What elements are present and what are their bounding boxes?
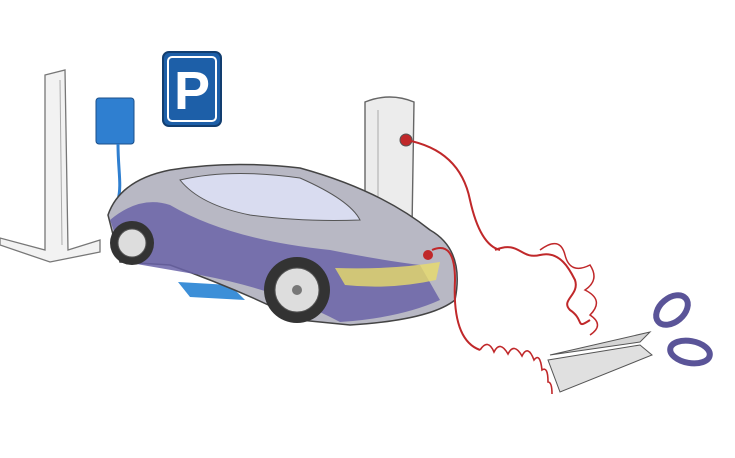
concrete-pillar bbox=[0, 69, 101, 263]
rear-wheel bbox=[110, 221, 154, 265]
electric-car bbox=[107, 163, 458, 326]
wall-charger-box bbox=[95, 97, 135, 201]
parking-sign-letter: P bbox=[174, 61, 210, 121]
parking-sign: P bbox=[162, 51, 222, 127]
front-wheel bbox=[264, 257, 330, 323]
scissors bbox=[547, 292, 713, 393]
charging-cable-station bbox=[405, 139, 599, 336]
charging-cable-car bbox=[431, 247, 553, 395]
